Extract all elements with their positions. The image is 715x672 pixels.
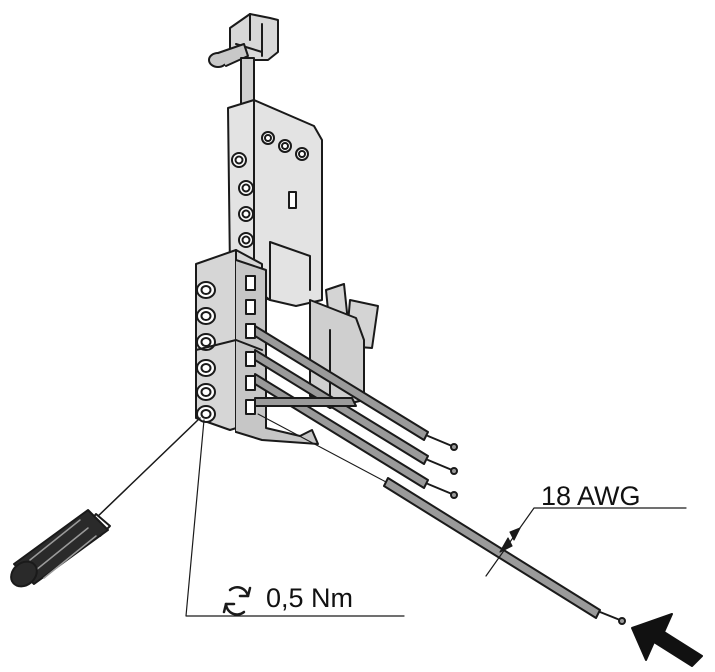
rotation-arrows-icon (222, 586, 252, 616)
wire-gauge-label: 18 AWG (541, 481, 641, 511)
torque-label: 0,5 Nm (266, 583, 354, 613)
gauge-leader (485, 507, 687, 577)
connected-wires (254, 325, 458, 499)
insert-arrow-icon (631, 613, 703, 667)
loose-wire (257, 413, 626, 625)
side-bracket (309, 283, 379, 409)
torque-leader (185, 419, 405, 617)
screwdriver-icon (10, 417, 201, 588)
